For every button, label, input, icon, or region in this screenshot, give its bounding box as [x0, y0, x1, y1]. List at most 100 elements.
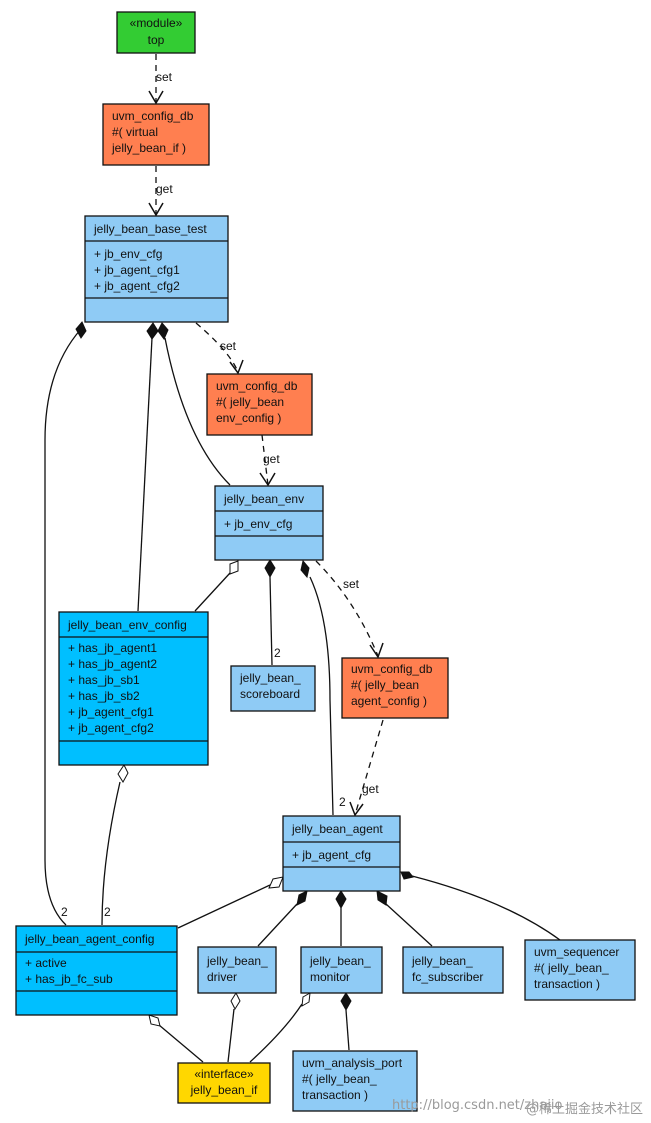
node-env: jelly_bean_env + jb_env_cfg: [214, 485, 324, 561]
line-2: #( jelly_bean: [351, 678, 419, 692]
attr: + has_jb_sb2: [68, 689, 140, 703]
composition-diamond: [340, 992, 352, 1012]
line-1: jelly_bean_: [206, 954, 268, 968]
composition-diamond: [400, 871, 414, 880]
line-3: agent_config ): [351, 694, 427, 708]
composition-diamond: [264, 559, 276, 579]
edge-label-get2: get: [263, 452, 280, 466]
node-fc-subscriber: jelly_bean_ fc_subscriber: [402, 946, 504, 994]
arrowhead: [148, 202, 164, 217]
composition-diamond: [146, 322, 159, 340]
edge-env-agent: [309, 576, 334, 816]
line-1: uvm_config_db: [351, 662, 433, 676]
attr: + jb_agent_cfg2: [94, 279, 180, 293]
arrowhead: [259, 472, 276, 487]
edge-monitor-if: [249, 1003, 303, 1063]
edge-test-envcfg: [137, 337, 153, 612]
attr: + active: [25, 956, 67, 970]
edge-driver-if: [227, 1008, 235, 1063]
line-2: fc_subscriber: [412, 970, 483, 984]
mult-agent: 2: [339, 795, 346, 809]
watermark-site: @稀土掘金技术社区: [526, 1101, 643, 1117]
edge-label-get1: get: [156, 182, 173, 196]
attr: + jb_agent_cfg2: [68, 721, 154, 735]
node-top: «module» top: [116, 11, 196, 54]
line-3: transaction ): [534, 977, 600, 991]
node-config-db-env: uvm_config_db #( jelly_bean env_config ): [206, 373, 313, 436]
edge-label-set1: set: [156, 70, 173, 84]
arrowhead: [229, 359, 244, 375]
edges: set get set get set get 2: [44, 54, 561, 1063]
line-3: transaction ): [302, 1088, 368, 1102]
aggregation-diamond: [230, 991, 241, 1011]
line-2: #( virtual: [112, 125, 158, 139]
edge-env-set: [315, 560, 379, 657]
class-name: jelly_bean_env_config: [67, 618, 187, 632]
attr: + has_jb_agent1: [68, 641, 157, 655]
line-1: jelly_bean_: [309, 954, 371, 968]
composition-diamond: [300, 559, 310, 579]
edge-agent-agentcfg: [177, 884, 271, 929]
mult-ac-right: 2: [104, 905, 111, 919]
node-base-test: jelly_bean_base_test + jb_env_cfg + jb_a…: [84, 215, 229, 323]
node-config-db-agent: uvm_config_db #( jelly_bean agent_config…: [341, 657, 449, 719]
line-3: env_config ): [216, 411, 281, 425]
line-2: #( jelly_bean_: [534, 961, 609, 975]
line-2: #( jelly_bean_: [302, 1072, 377, 1086]
edge-label-set3: set: [343, 577, 360, 591]
edge-test-set: [195, 322, 239, 373]
node-sequencer: uvm_sequencer #( jelly_bean_ transaction…: [524, 939, 636, 1001]
attr: + jb_env_cfg: [94, 247, 162, 261]
attr: + jb_agent_cfg1: [94, 263, 180, 277]
attr: + jb_agent_cfg1: [68, 705, 154, 719]
attr: + has_jb_sb1: [68, 673, 140, 687]
composition-diamond: [296, 890, 308, 906]
line-2: monitor: [310, 970, 350, 984]
composition-diamond: [75, 321, 87, 339]
edge-dbenv-get: [261, 434, 269, 486]
edge-test-agentcfg: [44, 328, 82, 926]
class-name: jelly_bean_base_test: [93, 222, 207, 236]
edge-agentcfg-if: [158, 1024, 204, 1063]
edge-dbagent-get: [354, 719, 384, 816]
edge-envcfg-agentcfg: [101, 781, 121, 926]
attr: + jb_agent_cfg: [292, 848, 371, 862]
edge-agent-fcsub: [385, 903, 433, 947]
node-monitor: jelly_bean_ monitor: [300, 946, 383, 994]
arrowhead: [148, 90, 164, 105]
aggregation-diamond: [301, 992, 311, 1007]
line-2: scoreboard: [240, 687, 300, 701]
attr: + has_jb_agent2: [68, 657, 157, 671]
composition-diamond: [376, 890, 388, 906]
edge-agent-driver: [257, 903, 298, 947]
line-2: #( jelly_bean: [216, 395, 284, 409]
class-name: jelly_bean_env: [223, 492, 304, 506]
node-name: jelly_bean_if: [190, 1083, 258, 1097]
node-agent-config: jelly_bean_agent_config + active + has_j…: [15, 925, 178, 1016]
line-1: jelly_bean_: [239, 671, 301, 685]
node-agent: jelly_bean_agent + jb_agent_cfg: [282, 815, 401, 892]
edge-monitor-ap: [345, 1009, 350, 1051]
line-1: uvm_config_db: [216, 379, 298, 393]
aggregation-diamond: [117, 764, 129, 783]
arrowhead: [369, 642, 384, 659]
node-config-db-virtual: uvm_config_db #( virtual jelly_bean_if ): [102, 103, 210, 166]
edge-env-sb: [269, 576, 273, 666]
edge-label-get3: get: [362, 782, 379, 796]
line-1: jelly_bean_: [411, 954, 473, 968]
node-scoreboard: jelly_bean_ scoreboard: [230, 665, 316, 712]
aggregation-diamond: [229, 560, 239, 575]
aggregation-diamond: [148, 1014, 161, 1027]
line-2: driver: [207, 970, 237, 984]
stereotype-text: «module»: [130, 16, 183, 30]
composition-diamond: [335, 890, 347, 910]
edge-label-set2: set: [220, 339, 237, 353]
class-name: jelly_bean_agent_config: [24, 932, 154, 946]
mult-ac-left: 2: [61, 905, 68, 919]
line-1: uvm_analysis_port: [302, 1056, 403, 1070]
line-1: uvm_config_db: [112, 109, 194, 123]
edge-agent-seq: [411, 875, 561, 941]
edge-test-env: [164, 337, 231, 486]
node-analysis-port: uvm_analysis_port #( jelly_bean_ transac…: [292, 1050, 418, 1112]
watermark-url: http://blog.csdn.net/zhajio: [392, 1098, 563, 1113]
